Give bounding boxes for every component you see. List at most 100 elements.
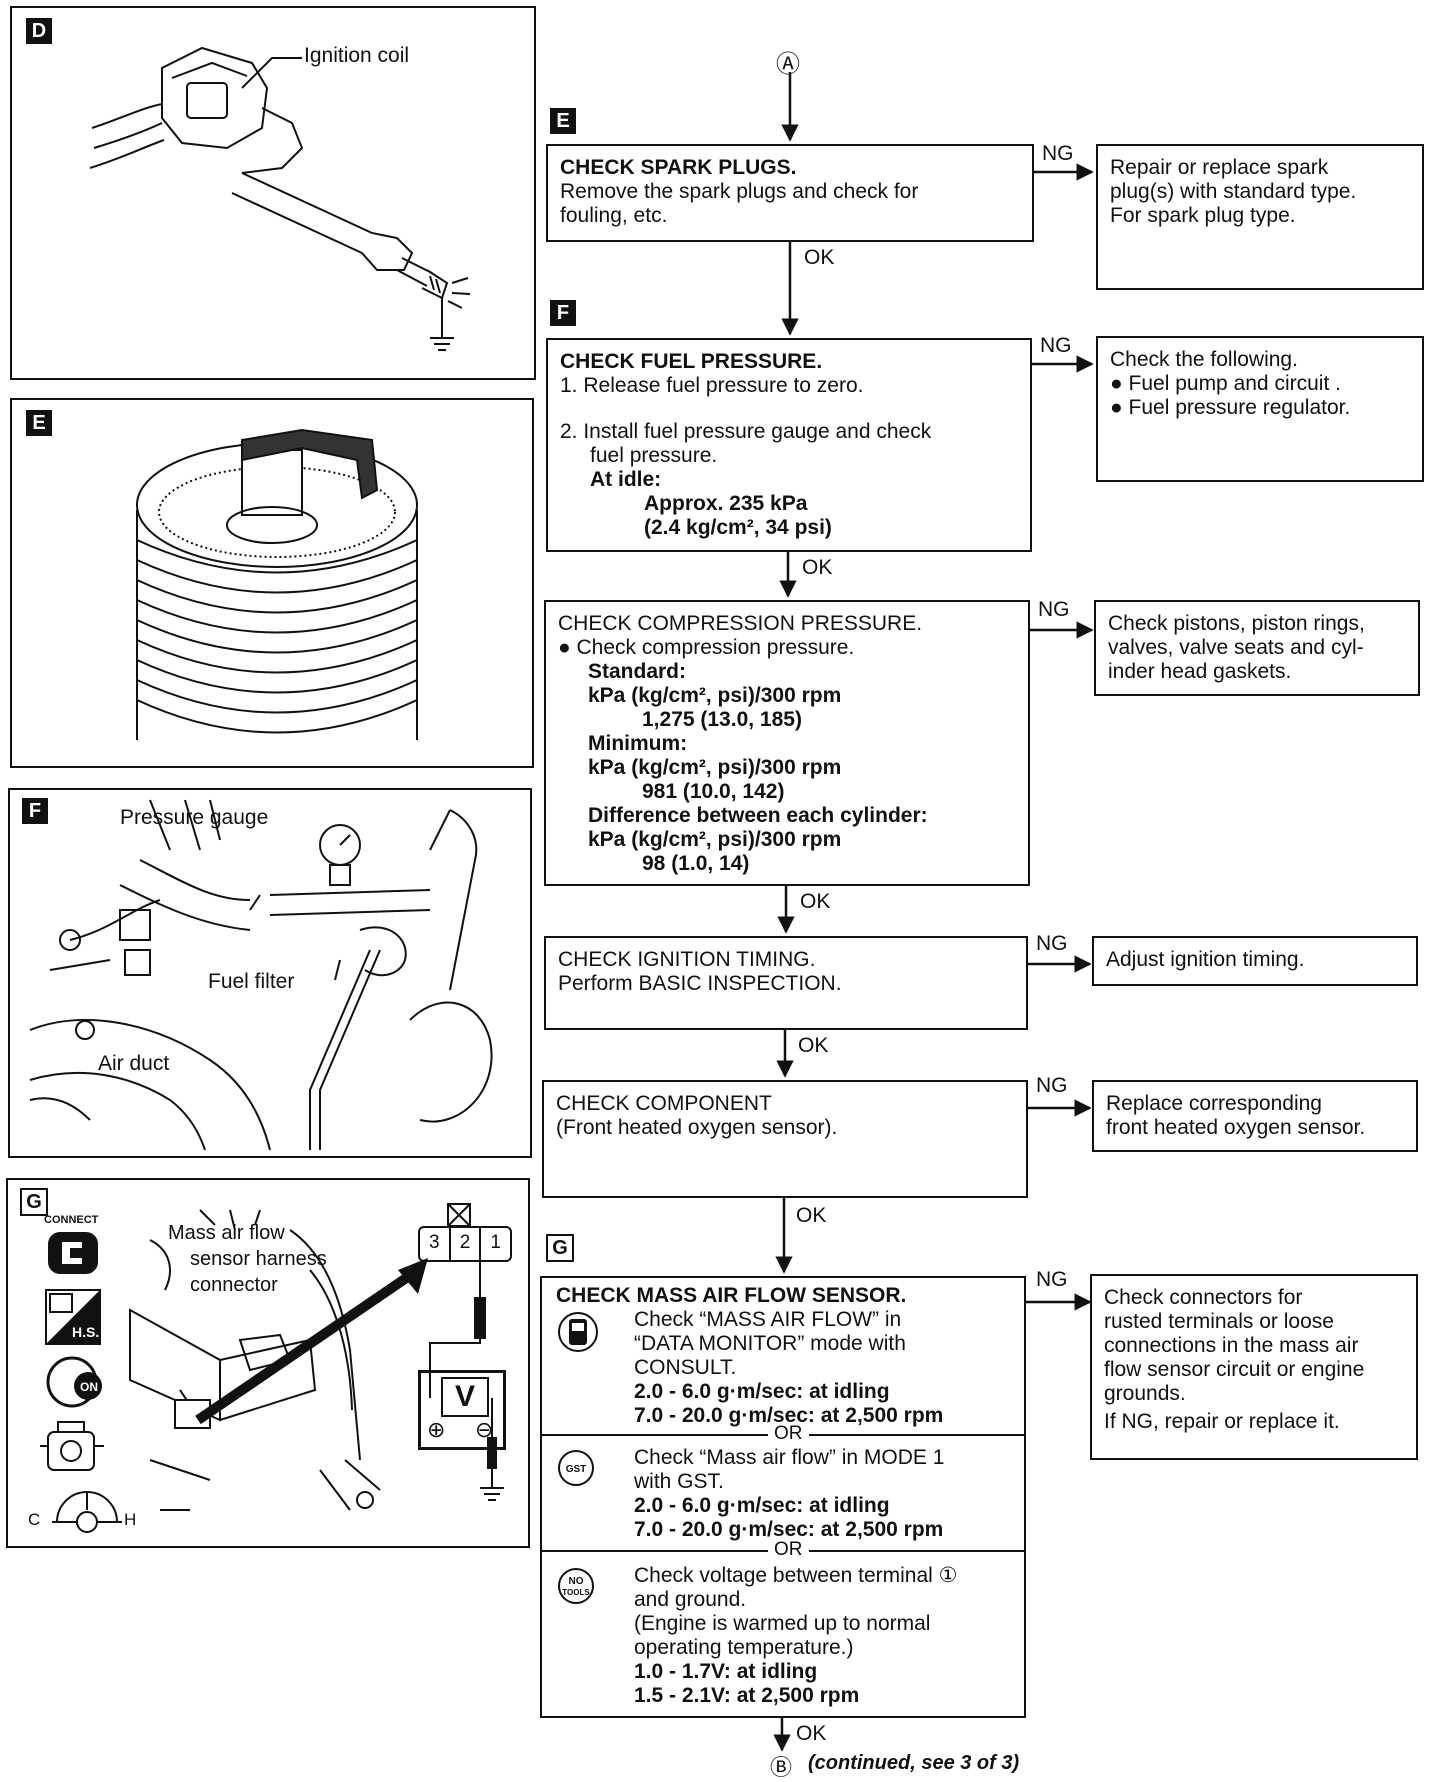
gauge-c-label: C [28,1510,41,1529]
ng-line: ● Fuel pump and circuit . [1110,372,1341,395]
label-maf-connector-3: connector [190,1274,278,1296]
step-line: ● Check compression pressure. [558,636,855,659]
ng-check-pistons: Check pistons, piston rings, valves, val… [1094,600,1420,696]
ng-label: NG [1038,598,1070,621]
step-line: operating temperature.) [634,1636,854,1659]
step-tag-g: G [546,1234,574,1262]
step-line: 1,275 (13.0, 185) [642,708,802,731]
step-line: At idle: [590,468,662,491]
gst-icon: GST [558,1450,594,1486]
step-check-fuel-pressure: CHECK FUEL PRESSURE. 1. Release fuel pre… [546,338,1032,552]
ng-line: grounds. [1104,1382,1186,1405]
consult-icon [558,1312,598,1352]
step-title: CHECK MASS AIR FLOW SENSOR. [556,1284,907,1307]
step-line: (2.4 kg/cm², 34 psi) [644,516,832,539]
step-line: Check “Mass air flow” in MODE 1 [634,1446,945,1469]
ng-label: NG [1042,142,1074,165]
ng-check-maf-connectors: Check connectors for rusted terminals or… [1090,1274,1418,1460]
panel-g-maf-sensor: G CONNECT H.S. ON C H [6,1178,530,1548]
on-label: ON [80,1380,98,1394]
ignition-coil-illustration [89,46,471,351]
step-line: Approx. 235 kPa [644,492,808,515]
step-line: fuel pressure. [590,444,718,467]
voltmeter-display: V [441,1377,489,1417]
step-line: Check “MASS AIR FLOW” in [634,1308,902,1331]
probe-arrow [195,1258,428,1425]
ng-label: NG [1040,334,1072,357]
step-check-spark-plugs: CHECK SPARK PLUGS. Remove the spark plug… [546,144,1034,242]
step-line: “DATA MONITOR” mode with [634,1332,906,1355]
ng-adjust-ignition-timing: Adjust ignition timing. [1092,936,1418,986]
step-line: 1.0 - 1.7V: at idling [634,1660,818,1683]
ng-line: For spark plug type. [1110,204,1296,227]
ng-line: Adjust ignition timing. [1106,948,1305,971]
step-line: Perform BASIC INSPECTION. [558,972,842,995]
ng-line: If NG, repair or replace it. [1104,1410,1340,1433]
ng-replace-oxygen-sensor: Replace corresponding front heated oxyge… [1092,1080,1418,1152]
step-tag-e: E [550,108,576,134]
ok-label: OK [802,556,833,579]
gst-instructions: Check “Mass air flow” in MODE 1 with GST… [634,1446,944,1542]
step-line: Remove the spark plugs and check for [560,180,919,203]
step-title: CHECK FUEL PRESSURE. [560,350,823,373]
ok-label: OK [798,1034,829,1057]
step-line: Check voltage between terminal ① [634,1564,958,1587]
connector-pin-1: 1 [490,1232,501,1253]
label-pressure-gauge: Pressure gauge [120,806,269,829]
label-air-duct: Air duct [98,1052,170,1075]
step-title: CHECK SPARK PLUGS. [560,156,797,179]
no-tools-text: NO [568,1576,584,1587]
ignition-on-icon [46,1356,102,1408]
gauge-h-label: H [124,1510,137,1529]
step-line: 2.0 - 6.0 g·m/sec: at idling [634,1380,890,1403]
no-tools-text: TOOLS [562,1588,590,1597]
ng-line: front heated oxygen sensor. [1106,1116,1366,1139]
label-maf-connector-2: sensor harness [190,1248,327,1270]
voltage-instructions: Check voltage between terminal ① and gro… [634,1564,958,1708]
ng-line: Repair or replace spark [1110,156,1329,179]
hot-start-icon [45,1289,101,1345]
panel-d-ignition-coil: D Ignition coil [10,6,536,380]
hs-label: H.S. [72,1324,100,1340]
ng-line: flow sensor circuit or engine [1104,1358,1365,1381]
step-line: (Engine is warmed up to normal [634,1612,931,1635]
ng-line: ● Fuel pressure regulator. [1110,396,1351,419]
ok-label: OK [796,1204,827,1227]
spark-plug-illustration [136,428,418,740]
step-line: 2.0 - 6.0 g·m/sec: at idling [634,1494,890,1517]
panel-e-spark-plug: E [10,398,534,768]
ng-line: Replace corresponding [1106,1092,1322,1115]
step-line: Difference between each cylinder: [588,804,928,827]
ok-label: OK [800,890,831,913]
step-tag-f: F [550,300,576,326]
step-line: kPa (kg/cm², psi)/300 rpm [588,756,842,779]
step-line: Minimum: [588,732,688,755]
no-tools-icon: NO TOOLS [558,1568,594,1604]
ng-line: connections in the mass air [1104,1334,1359,1357]
step-check-compression: CHECK COMPRESSION PRESSURE. ● Check comp… [544,600,1030,886]
connect-icon [48,1232,98,1274]
ng-label: NG [1036,1074,1068,1097]
step-title: CHECK COMPONENT [556,1092,772,1115]
step-line: 7.0 - 20.0 g·m/sec: at 2,500 rpm [634,1404,944,1427]
step-line: 98 (1.0, 14) [642,852,750,875]
maf-sensor-illustration [129,1209,381,1511]
ng-line: Check pistons, piston rings, [1108,612,1365,635]
continued-note: (continued, see 3 of 3) [808,1752,1020,1774]
connector-pin-3: 3 [420,1228,451,1260]
step-line: 981 (10.0, 142) [642,780,785,803]
ok-label: OK [796,1722,827,1745]
panel-tag-g: G [20,1188,48,1216]
step-line: (Front heated oxygen sensor). [556,1116,838,1139]
step-title: CHECK IGNITION TIMING. [558,948,816,971]
ng-line: Check the following. [1110,348,1298,371]
step-check-ignition-timing: CHECK IGNITION TIMING. Perform BASIC INS… [544,936,1028,1030]
ng-line: rusted terminals or loose [1104,1310,1334,1333]
or-label: OR [768,1422,809,1446]
step-line: with GST. [634,1470,724,1493]
panel-tag-e: E [26,410,52,436]
ng-line: valves, valve seats and cyl- [1108,636,1364,659]
label-maf-connector-1: Mass air flow [168,1222,285,1244]
connect-label: CONNECT [44,1214,99,1226]
step-line: Standard: [588,660,687,683]
